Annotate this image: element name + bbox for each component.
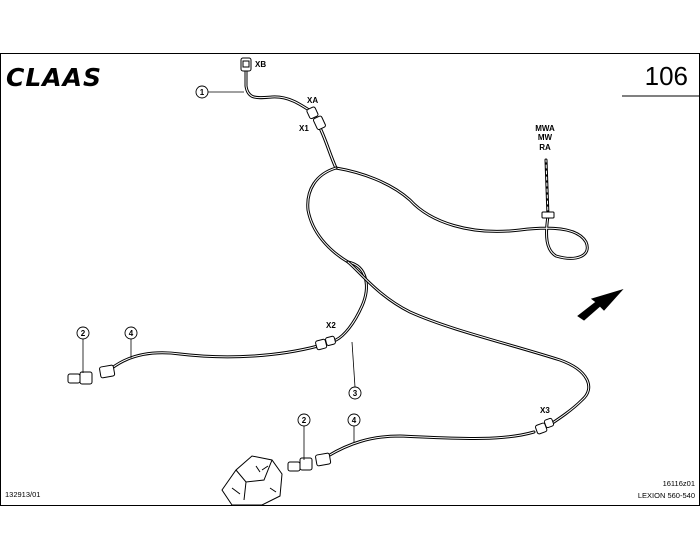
connector-x3: [534, 417, 555, 435]
connector-xa-x1: [306, 106, 326, 130]
label-x1: X1: [299, 124, 309, 133]
brand-logo: CLAAS: [6, 63, 102, 92]
sensor-connector-bottom: [287, 452, 332, 472]
variant-code-mwa: MWA: [535, 124, 555, 133]
connector-xb: [240, 57, 252, 72]
wiring-harness: [110, 68, 591, 458]
label-xb: XB: [255, 60, 266, 69]
svg-text:2: 2: [302, 416, 307, 425]
doc-number: 132913/01: [5, 490, 40, 499]
callout-1: 1: [195, 85, 209, 99]
page-border: [0, 53, 700, 506]
model-name: LEXION 560-540: [638, 491, 695, 500]
label-xa: XA: [307, 96, 318, 105]
callout-3: 3: [348, 386, 362, 400]
label-x2: X2: [326, 321, 336, 330]
direction-arrow: [577, 289, 624, 321]
svg-text:3: 3: [353, 389, 358, 398]
svg-text:4: 4: [352, 416, 357, 425]
label-x3: X3: [540, 406, 550, 415]
svg-text:4: 4: [129, 329, 134, 338]
svg-text:2: 2: [81, 329, 86, 338]
sensor-connector-left: [67, 364, 116, 385]
drawing-number: 16116z01: [663, 479, 695, 488]
callout-2-lower: 2: [297, 413, 311, 427]
callout-leaders: [82, 91, 356, 460]
page-number: 106: [645, 61, 688, 91]
cable-tie: [541, 211, 555, 219]
callout-4-lower: 4: [347, 413, 361, 427]
connector-x2: [315, 335, 336, 351]
callout-2-upper: 2: [76, 326, 90, 340]
svg-text:1: 1: [200, 88, 205, 97]
variant-code-mw: MW: [538, 133, 553, 142]
variant-code-ra: RA: [539, 143, 551, 152]
callout-4-upper: 4: [124, 326, 138, 340]
machine-part-sketch: [221, 455, 283, 506]
